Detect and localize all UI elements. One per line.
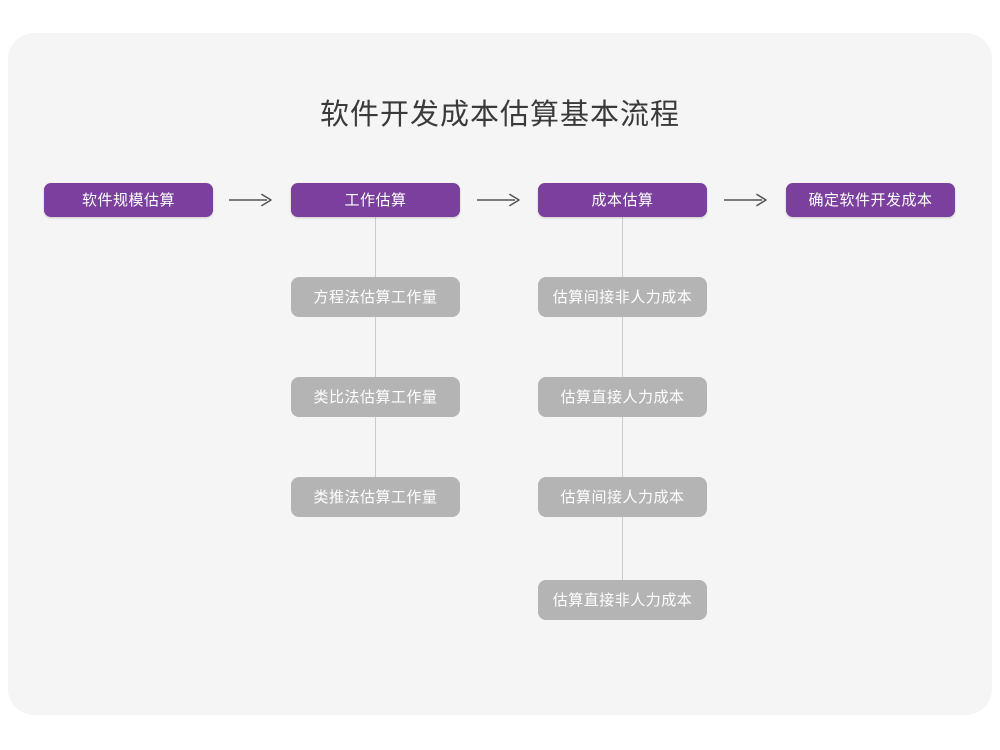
connector-line-cost-1-2 — [622, 313, 623, 381]
connector-line-effort-1-2 — [375, 313, 376, 381]
flow-arrow-2 — [477, 193, 523, 207]
branch-item-cost-indirect-nonlabor[interactable]: 估算间接非人力成本 — [538, 277, 707, 317]
connector-line-effort-top — [375, 217, 376, 281]
connector-line-cost-3-4 — [622, 513, 623, 583]
page-title: 软件开发成本估算基本流程 — [319, 99, 680, 131]
branch-item-effort-equation-method[interactable]: 方程法估算工作量 — [291, 277, 460, 317]
branch-item-cost-direct-labor[interactable]: 估算直接人力成本 — [538, 377, 707, 417]
connector-line-cost-2-3 — [622, 413, 623, 481]
flow-step-determine-development-cost[interactable]: 确定软件开发成本 — [786, 183, 955, 217]
connector-line-effort-2-3 — [375, 413, 376, 481]
branch-item-effort-analogy-method[interactable]: 类比法估算工作量 — [291, 377, 460, 417]
flow-step-cost-estimation[interactable]: 成本估算 — [538, 183, 707, 217]
branch-item-cost-indirect-labor[interactable]: 估算间接人力成本 — [538, 477, 707, 517]
diagram-card — [8, 33, 992, 715]
flow-step-software-scale-estimation[interactable]: 软件规模估算 — [44, 183, 213, 217]
connector-line-cost-top — [622, 217, 623, 281]
flow-step-effort-estimation[interactable]: 工作估算 — [291, 183, 460, 217]
branch-item-effort-inference-method[interactable]: 类推法估算工作量 — [291, 477, 460, 517]
branch-item-cost-direct-nonlabor[interactable]: 估算直接非人力成本 — [538, 580, 707, 620]
flow-arrow-1 — [229, 193, 275, 207]
flow-arrow-3 — [724, 193, 770, 207]
